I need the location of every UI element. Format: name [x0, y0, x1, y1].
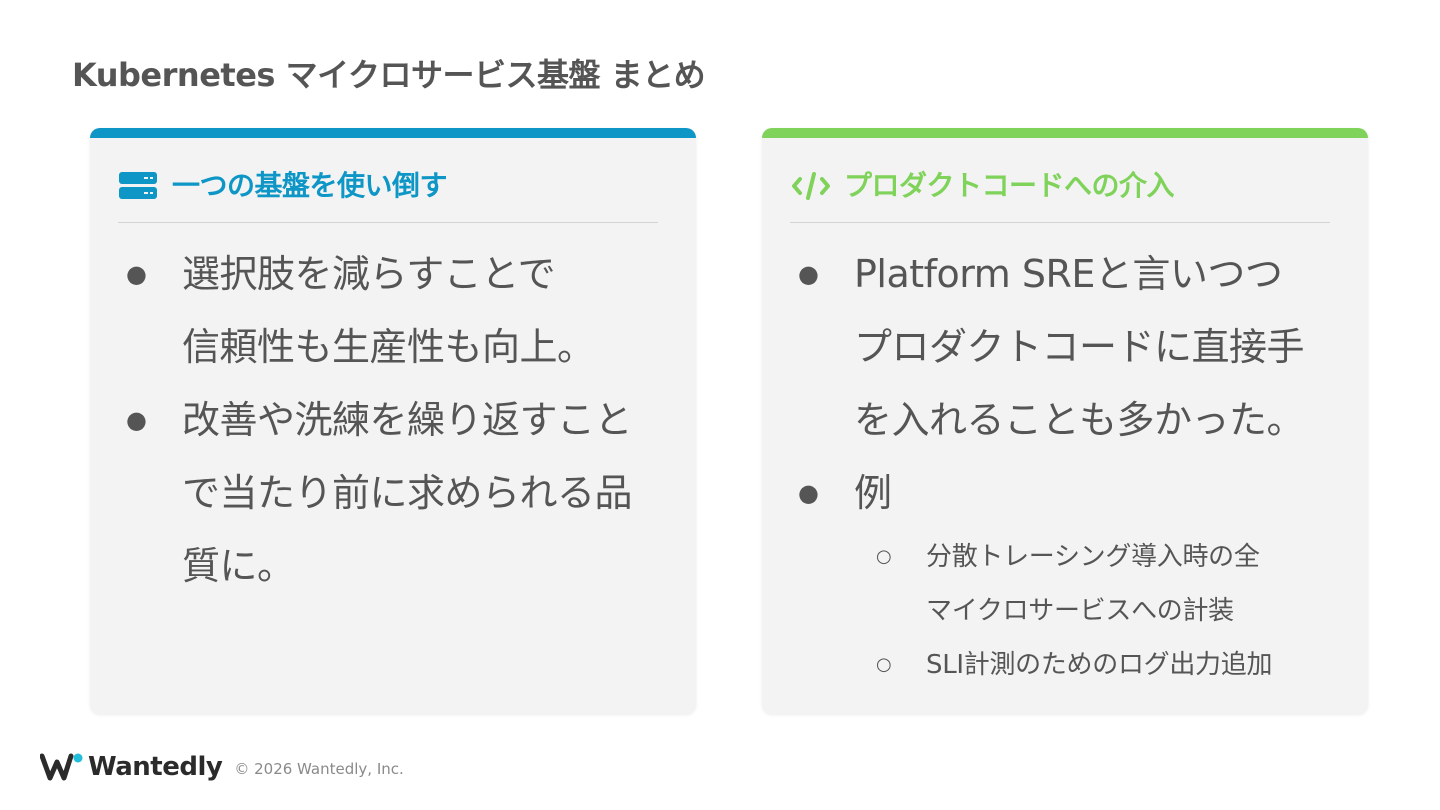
list-item: ● Platform SREと言いつつ プロダクトコードに直接手 を入れることも…: [790, 238, 1348, 457]
bullet-line: Platform SREと言いつつ: [854, 252, 1283, 296]
bullet-line: 質に。: [182, 544, 295, 588]
bullet-line: プロダクトコードに直接手: [854, 325, 1305, 369]
card-accent-bar: [762, 128, 1368, 138]
card-product-code: プロダクトコードへの介入 ● Platform SREと言いつつ プロダクトコー…: [762, 128, 1368, 714]
bullet-line: を入れることも多かった。: [854, 398, 1305, 442]
bullet-marker: ●: [798, 479, 819, 507]
card-heading: プロダクトコードへの介入: [844, 169, 1175, 202]
code-icon: [790, 164, 832, 208]
bullet-line: 信頼性も生産性も向上。: [182, 325, 595, 369]
list-item: ● 例 ○ 分散トレーシング導入時の全 マイクロサービスへの計装 ○ SLI計測…: [790, 457, 1348, 692]
list-item: ● 選択肢を減らすことで 信頼性も生産性も向上。: [118, 238, 676, 384]
sub-bullet-line: SLI計測のためのログ出力追加: [926, 650, 1273, 680]
sub-bullet-marker: ○: [876, 546, 892, 567]
bullet-line: 例: [854, 471, 892, 515]
copyright: © 2026 Wantedly, Inc.: [234, 760, 404, 778]
card-heading: 一つの基盤を使い倒す: [172, 169, 448, 202]
bullet-list: ● 選択肢を減らすことで 信頼性も生産性も向上。 ● 改善や洗練を繰り返すこと …: [118, 238, 676, 603]
card-platform: 一つの基盤を使い倒す ● 選択肢を減らすことで 信頼性も生産性も向上。 ● 改善…: [90, 128, 696, 714]
sub-list-item: ○ SLI計測のためのログ出力追加: [790, 638, 1348, 692]
card-accent-bar: [90, 128, 696, 138]
bullet-list: ● Platform SREと言いつつ プロダクトコードに直接手 を入れることも…: [790, 238, 1348, 692]
list-item: ● 改善や洗練を繰り返すこと で当たり前に求められる品 質に。: [118, 384, 676, 603]
bullet-marker: ●: [798, 260, 819, 288]
sub-bullet-line: マイクロサービスへの計装: [926, 596, 1234, 626]
card-header: 一つの基盤を使い倒す: [118, 164, 658, 223]
sub-bullet-marker: ○: [876, 654, 892, 675]
wantedly-logo: Wantedly: [40, 752, 223, 782]
sub-list-item: ○ 分散トレーシング導入時の全 マイクロサービスへの計装: [790, 530, 1348, 638]
sub-bullet-list: ○ 分散トレーシング導入時の全 マイクロサービスへの計装 ○ SLI計測のための…: [790, 530, 1348, 692]
bullet-line: で当たり前に求められる品: [182, 471, 633, 515]
card-header: プロダクトコードへの介入: [790, 164, 1330, 223]
bullet-marker: ●: [126, 260, 147, 288]
bullet-marker: ●: [126, 406, 147, 434]
wantedly-logo-icon: [40, 753, 83, 781]
logo-text: Wantedly: [88, 752, 223, 782]
bullet-line: 改善や洗練を繰り返すこと: [182, 398, 633, 442]
footer: Wantedly © 2026 Wantedly, Inc.: [40, 752, 404, 782]
sub-bullet-line: 分散トレーシング導入時の全: [926, 542, 1260, 572]
bullet-line: 選択肢を減らすことで: [182, 252, 556, 296]
page-title: Kubernetes マイクロサービス基盤 まとめ: [72, 56, 706, 94]
server-icon: [118, 164, 160, 208]
